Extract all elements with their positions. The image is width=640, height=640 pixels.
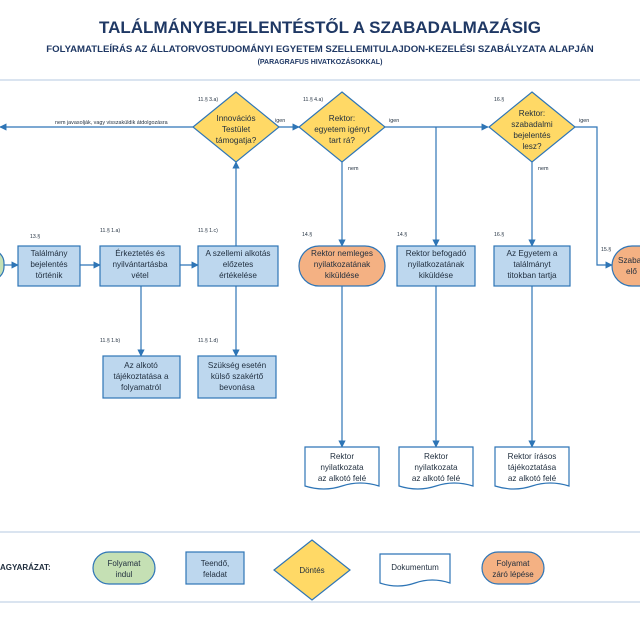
svg-text:Rektor: Rektor xyxy=(424,452,448,461)
node-erkeztetes: 11.§ 1.a) Érkeztetés és nyilvántartásba … xyxy=(99,228,181,287)
svg-text:az alkotó felé: az alkotó felé xyxy=(412,474,461,483)
node-testulet: 11.§ 3.a) Innovációs Testület támogatja? xyxy=(192,91,280,163)
svg-text:az alkotó felé: az alkotó felé xyxy=(318,474,367,483)
svg-text:Innovációs: Innovációs xyxy=(216,114,255,123)
svg-text:értékelése: értékelése xyxy=(219,271,257,280)
svg-text:titokban tartja: titokban tartja xyxy=(507,271,557,280)
node-nemleges: 14.§ Rektor nemleges nyilatkozatának kik… xyxy=(298,232,386,287)
svg-text:tájékoztatása a: tájékoztatása a xyxy=(113,372,169,381)
svg-text:Rektor írásos: Rektor írásos xyxy=(508,452,557,461)
svg-text:nyilatkozata: nyilatkozata xyxy=(320,463,364,472)
svg-text:11.§ 3.a): 11.§ 3.a) xyxy=(198,97,218,103)
svg-text:Testület: Testület xyxy=(222,125,251,134)
svg-text:Találmány: Találmány xyxy=(31,249,69,258)
svg-text:Az Egyetem a: Az Egyetem a xyxy=(507,249,558,258)
svg-text:tart rá?: tart rá? xyxy=(329,136,355,145)
node-rektor-szab: 16.§ Rektor: szabadalmi bejelentés lesz? xyxy=(488,91,576,163)
svg-text:találmányt: találmányt xyxy=(513,260,551,269)
page-subtitle: FOLYAMATLEÍRÁS AZ ÁLLATORVOSTUDOMÁNYI EG… xyxy=(46,44,594,55)
svg-text:Teendő,: Teendő, xyxy=(201,559,229,568)
svg-text:13.§: 13.§ xyxy=(30,234,40,240)
node-doc3: Rektor írásos tájékoztatása az alkotó fe… xyxy=(494,446,570,490)
svg-text:tájékoztatása: tájékoztatása xyxy=(508,463,557,472)
page-note: (PARAGRAFUS HIVATKOZÁSOKKAL) xyxy=(257,59,383,66)
connectors xyxy=(0,123,613,448)
svg-text:Rektor: Rektor xyxy=(330,452,354,461)
edge-szab-igen xyxy=(575,126,613,269)
node-doc1: Rektor nyilatkozata az alkotó felé xyxy=(304,446,380,490)
svg-text:történik: történik xyxy=(36,271,64,280)
svg-text:Rektor:: Rektor: xyxy=(519,109,545,118)
node-rektor-igeny: 11.§ 4.a) Rektor: egyetem igényt tart rá… xyxy=(298,91,386,163)
edge-label-back: nem javasolják, vagy visszaküldik átdolg… xyxy=(55,120,168,126)
svg-text:külső szakértő: külső szakértő xyxy=(211,372,264,381)
node-titok: 16.§ Az Egyetem a találmányt titokban ta… xyxy=(493,232,571,287)
svg-text:nyilatkozata: nyilatkozata xyxy=(414,463,458,472)
page-title: TALÁLMÁNYBEJELENTÉSTŐL A SZABADALMAZÁSIG xyxy=(99,18,541,37)
svg-text:14.§: 14.§ xyxy=(302,232,312,238)
svg-text:előzetes: előzetes xyxy=(223,260,254,269)
svg-text:11.§ 1.d): 11.§ 1.d) xyxy=(198,338,218,344)
svg-text:Rektor befogadó: Rektor befogadó xyxy=(406,249,467,258)
svg-text:bejelentés: bejelentés xyxy=(513,131,550,140)
svg-text:Érkeztetés és: Érkeztetés és xyxy=(115,248,165,258)
edge-label-igen-3: igen xyxy=(579,118,589,124)
svg-text:Dokumentum: Dokumentum xyxy=(391,563,439,572)
node-ertekeles: 11.§ 1.c) A szellemi alkotás előzetes ér… xyxy=(197,228,279,287)
node-befogado: 14.§ Rektor befogadó nyilatkozatának kik… xyxy=(396,232,476,287)
svg-text:A szellemi alkotás: A szellemi alkotás xyxy=(205,249,270,258)
svg-text:Szaba: Szaba xyxy=(618,256,640,265)
process-start-shape xyxy=(0,252,5,278)
svg-text:nyilatkozatának: nyilatkozatának xyxy=(314,260,371,269)
svg-text:szabadalmi: szabadalmi xyxy=(511,120,553,129)
svg-text:11.§ 1.b): 11.§ 1.b) xyxy=(100,338,120,344)
legend-decision: Döntés xyxy=(273,539,351,601)
svg-text:Rektor:: Rektor: xyxy=(329,114,355,123)
edge-label-nem-1: nem xyxy=(348,166,359,172)
svg-text:indul: indul xyxy=(116,570,133,579)
svg-text:11.§ 1.a): 11.§ 1.a) xyxy=(100,228,120,234)
svg-text:támogatja?: támogatja? xyxy=(216,136,257,145)
svg-text:lesz?: lesz? xyxy=(522,142,542,151)
svg-text:folyamatról: folyamatról xyxy=(121,383,161,392)
svg-text:11.§ 4.a): 11.§ 4.a) xyxy=(303,97,323,103)
svg-text:15.§: 15.§ xyxy=(601,247,611,253)
svg-text:16.§: 16.§ xyxy=(494,232,504,238)
svg-text:elő: elő xyxy=(626,267,637,276)
svg-text:Rektor nemleges: Rektor nemleges xyxy=(311,249,373,258)
legend-label: AGYARÁZAT: xyxy=(0,563,51,572)
svg-text:Az alkotó: Az alkotó xyxy=(124,361,158,370)
svg-text:Folyamat: Folyamat xyxy=(497,559,531,568)
legend-end: Folyamat záró lépése xyxy=(481,551,545,585)
svg-text:nyilatkozatának: nyilatkozatának xyxy=(408,260,465,269)
svg-text:kiküldése: kiküldése xyxy=(419,271,454,280)
svg-text:feladat: feladat xyxy=(203,570,228,579)
legend-document: Dokumentum xyxy=(379,553,451,587)
node-bejelentes: 13.§ Találmány bejelentés történik xyxy=(17,234,81,287)
node-szabadalmi: 15.§ Szaba elő xyxy=(601,245,640,287)
svg-text:16.§: 16.§ xyxy=(494,97,504,103)
svg-text:nyilvántartásba: nyilvántartásba xyxy=(112,260,168,269)
svg-text:egyetem igényt: egyetem igényt xyxy=(314,125,370,134)
node-doc2: Rektor nyilatkozata az alkotó felé xyxy=(398,446,474,490)
svg-text:az alkotó felé: az alkotó felé xyxy=(508,474,557,483)
svg-text:bevonása: bevonása xyxy=(219,383,255,392)
svg-text:11.§ 1.c): 11.§ 1.c) xyxy=(198,228,218,234)
svg-text:14.§: 14.§ xyxy=(397,232,407,238)
legend-task: Teendő, feladat xyxy=(185,551,245,585)
svg-text:kiküldése: kiküldése xyxy=(325,271,360,280)
svg-text:záró lépése: záró lépése xyxy=(492,570,534,579)
legend-start: Folyamat indul xyxy=(92,551,156,585)
svg-text:Szükség esetén: Szükség esetén xyxy=(208,361,267,370)
svg-text:Folyamat: Folyamat xyxy=(108,559,142,568)
edge-label-igen-2: igen xyxy=(389,118,399,124)
edge-label-igen-1: igen xyxy=(275,118,285,124)
svg-text:bejelentés: bejelentés xyxy=(30,260,67,269)
svg-text:Döntés: Döntés xyxy=(299,566,324,575)
node-szakerto: 11.§ 1.d) Szükség esetén külső szakértő … xyxy=(197,338,277,399)
svg-text:vétel: vétel xyxy=(131,271,148,280)
edge-label-nem-2: nem xyxy=(538,166,549,172)
node-tajekoztatas: 11.§ 1.b) Az alkotó tájékoztatása a foly… xyxy=(100,338,181,399)
